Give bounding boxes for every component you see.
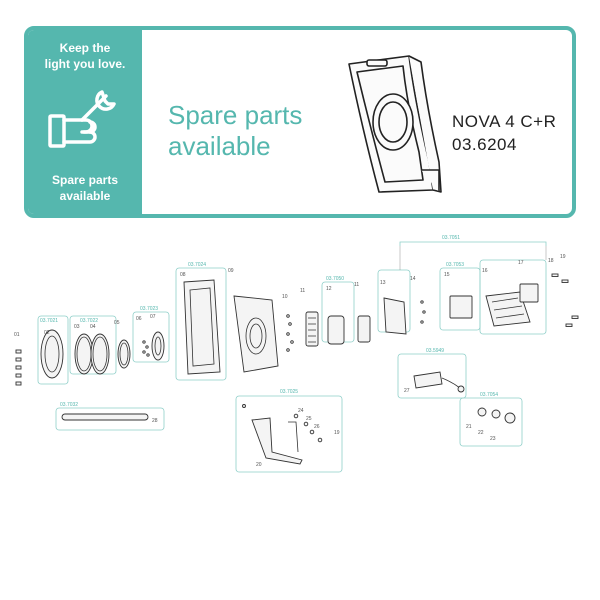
cover-12 [327, 315, 345, 345]
housing-09 [233, 295, 279, 373]
part-number: 19 [560, 254, 566, 260]
gasket-03 [74, 333, 94, 375]
group-code: 03.7023 [140, 306, 158, 312]
group-code: 03.7053 [446, 262, 464, 268]
spare-parts-label: Spare parts available [28, 172, 142, 204]
led-board-11 [305, 311, 319, 347]
part-number: 20 [256, 462, 262, 468]
screws-10 [286, 314, 294, 352]
group-code: 03.7050 [326, 276, 344, 282]
cable-gland-27 [413, 371, 443, 389]
group-box-7021 [37, 315, 69, 385]
group-code: 03.7051 [442, 235, 460, 241]
group-code: 03.7021 [40, 318, 58, 324]
washer-22 [491, 409, 501, 419]
reflector-07 [151, 331, 165, 361]
headline: Spare parts available [168, 100, 348, 162]
wrench-hand-icon [48, 90, 116, 148]
small-screws-06 [142, 340, 150, 357]
headline-line2: available [168, 131, 271, 161]
group-box-7025 [235, 395, 343, 473]
label-line2: available [59, 189, 111, 203]
group-box-7032 [55, 407, 165, 431]
headline-line1: Spare parts [168, 100, 303, 130]
spare-parts-banner: Keep the light you love. Spare parts ava… [24, 26, 576, 218]
gasket-04 [90, 333, 110, 375]
nut-21 [477, 407, 487, 417]
part-number: 06 [136, 316, 142, 322]
product-code: 03.6204 [452, 135, 517, 154]
part-number: 18 [548, 258, 554, 264]
part-number: 03 [74, 324, 80, 330]
part-number: 09 [228, 268, 234, 274]
bracket-20 [251, 417, 303, 465]
screws-24-26 [242, 404, 323, 443]
screws-14 [420, 300, 426, 324]
part-number: 08 [180, 272, 186, 278]
group-code: 03.7025 [280, 389, 298, 395]
part-number: 21 [466, 424, 472, 430]
exploded-parts-diagram: 03.7021 03.7022 03.7023 03.7024 03.7050 … [14, 235, 579, 473]
part-number: 27 [404, 388, 410, 394]
product-name: NOVA 4 C+R [452, 112, 557, 131]
tagline-line2: light you love. [44, 57, 126, 71]
part-number: 04 [90, 324, 96, 330]
label-line1: Spare parts [51, 173, 119, 187]
screws-01 [15, 349, 22, 386]
part-number: 17 [518, 260, 524, 266]
group-box-7022 [69, 315, 117, 375]
part-number: 11 [354, 282, 359, 288]
group-box-5949 [397, 353, 467, 399]
group-code: 03.7054 [480, 392, 498, 398]
tagline: Keep the light you love. [28, 40, 142, 72]
part-number: 25 [306, 416, 312, 422]
part-number: 16 [482, 268, 488, 274]
tagline-line1: Keep the [59, 41, 111, 55]
cover-17 [519, 283, 539, 303]
part-number: 12 [326, 286, 332, 292]
part-number: 11 [300, 288, 305, 294]
part-number: 14 [410, 276, 416, 282]
tool-28 [61, 413, 149, 421]
group-bracket-7051 [399, 241, 547, 246]
front-ring-02 [40, 329, 64, 379]
part-number: 15 [444, 272, 450, 278]
group-box-7024 [175, 267, 227, 381]
part-number: 24 [298, 408, 304, 414]
part-number: 07 [150, 314, 156, 320]
part-number: 26 [314, 424, 320, 430]
plate-13 [383, 297, 407, 335]
seal-15 [449, 295, 473, 319]
part-number: 13 [380, 280, 386, 286]
group-code: 03.5949 [426, 348, 444, 354]
part-number: 19 [334, 430, 340, 436]
part-number: 28 [152, 418, 158, 424]
group-box-7054 [459, 397, 523, 447]
group-box-7051b [479, 259, 547, 335]
frame-08 [183, 279, 221, 375]
brand-panel: Keep the light you love. Spare parts ava… [28, 30, 142, 214]
part-number: 10 [282, 294, 288, 300]
group-code: 03.7022 [80, 318, 98, 324]
screws-18-19 [551, 273, 579, 327]
group-code: 03.7032 [60, 402, 78, 408]
part-number: 22 [478, 430, 484, 436]
part-number: 23 [490, 436, 496, 442]
part-number: 01 [14, 332, 20, 338]
nut-23 [504, 412, 516, 424]
product-thumbnail [348, 55, 442, 193]
part-number: 02 [44, 330, 50, 336]
led-board-11b [357, 315, 371, 343]
part-number: 05 [114, 320, 120, 326]
group-box-7023 [132, 311, 170, 363]
product-info: NOVA 4 C+R 03.6204 [452, 110, 556, 156]
group-code: 03.7024 [188, 262, 206, 268]
